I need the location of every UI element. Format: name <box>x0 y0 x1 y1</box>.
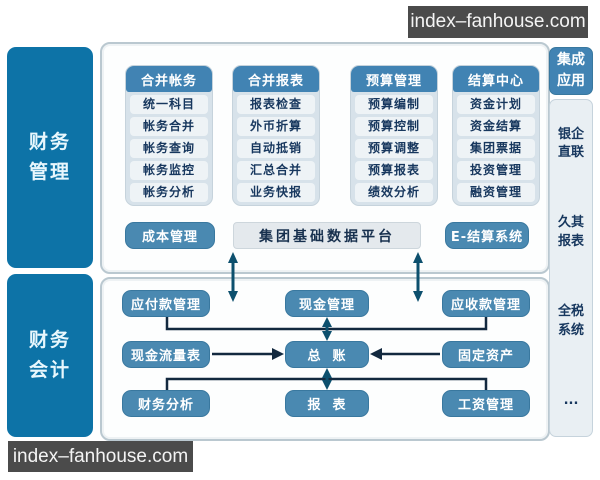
cost-management-node: 成本管理 <box>125 222 215 249</box>
column-item: 自动抵销 <box>237 139 315 158</box>
watermark-bottom-left: index–fanhouse.com <box>8 441 193 472</box>
column-header: 合并报表 <box>233 66 319 92</box>
left-block-finance-accounting: 财务 会计 <box>7 274 93 437</box>
left-block-finance-management: 财务 管理 <box>7 47 93 268</box>
column-item: 绩效分析 <box>355 183 433 202</box>
column-item: 集团票据 <box>457 139 535 158</box>
column-consolidated-accounting: 合并帐务 统一科目 帐务合并 帐务查询 帐务监控 帐务分析 <box>125 65 213 206</box>
report-node: 报 表 <box>285 390 369 417</box>
column-item: 报表检查 <box>237 95 315 114</box>
column-item: 帐务分析 <box>130 183 208 202</box>
financial-analysis-node: 财务分析 <box>122 390 210 417</box>
watermark-top-right: index–fanhouse.com <box>408 6 588 38</box>
fixed-assets-node: 固定资产 <box>442 341 530 368</box>
column-item: 资金结算 <box>457 117 535 136</box>
column-item: 预算报表 <box>355 161 433 180</box>
general-ledger-node: 总 账 <box>285 341 369 368</box>
column-budget-management: 预算管理 预算编制 预算控制 预算调整 预算报表 绩效分析 <box>350 65 438 206</box>
e-settlement-node: E-结算系统 <box>445 222 529 249</box>
column-item: 预算调整 <box>355 139 433 158</box>
sidebar-integrated-apps: 银企 直联 久其 报表 全税 系统 ... <box>549 99 593 437</box>
sidebar-item-bank-link: 银企 直联 <box>557 126 584 161</box>
column-item: 业务快报 <box>237 183 315 202</box>
column-item: 外币折算 <box>237 117 315 136</box>
column-item: 帐务监控 <box>130 161 208 180</box>
column-item: 统一科目 <box>130 95 208 114</box>
salary-management-node: 工资管理 <box>442 390 530 417</box>
sidebar-item-jiuqi-report: 久其 报表 <box>557 215 584 250</box>
sidebar-item-ellipsis: ... <box>563 392 579 408</box>
column-item: 资金计划 <box>457 95 535 114</box>
sidebar-item-tax-system: 全税 系统 <box>557 303 584 338</box>
cash-management-node: 现金管理 <box>285 290 369 317</box>
column-item: 汇总合并 <box>237 161 315 180</box>
column-header: 预算管理 <box>351 66 437 92</box>
payable-node: 应付款管理 <box>122 290 210 317</box>
column-item: 投资管理 <box>457 161 535 180</box>
sidebar-header-integrated-apps: 集成 应用 <box>549 47 593 95</box>
column-item: 预算编制 <box>355 95 433 114</box>
receivable-node: 应收款管理 <box>442 290 530 317</box>
cash-flow-node: 现金流量表 <box>122 341 210 368</box>
column-item: 帐务合并 <box>130 117 208 136</box>
column-header: 合并帐务 <box>126 66 212 92</box>
column-settlement-center: 结算中心 资金计划 资金结算 集团票据 投资管理 融资管理 <box>452 65 540 206</box>
column-item: 预算控制 <box>355 117 433 136</box>
column-item: 融资管理 <box>457 183 535 202</box>
column-header: 结算中心 <box>453 66 539 92</box>
group-data-platform-bar: 集团基础数据平台 <box>233 222 421 249</box>
column-item: 帐务查询 <box>130 139 208 158</box>
column-consolidated-reports: 合并报表 报表检查 外币折算 自动抵销 汇总合并 业务快报 <box>232 65 320 206</box>
